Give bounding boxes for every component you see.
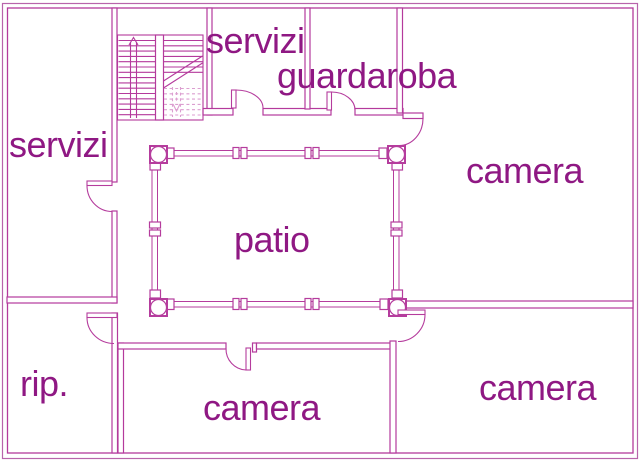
patio-railing-bottom — [166, 301, 390, 308]
room-label-camera-bottom-right: camera — [479, 367, 598, 408]
door-guardaroba — [326, 91, 356, 111]
door-camera-bottom-right — [397, 309, 426, 343]
room-label-camera-bottom-center: camera — [203, 387, 322, 428]
door-servizi-left — [86, 180, 113, 213]
stair-break-line — [163, 55, 203, 82]
door-camera-top-right — [398, 118, 424, 147]
interior-walls — [6, 7, 634, 454]
stair-treads-right — [163, 39, 203, 73]
door-camera-bottom-center — [225, 347, 252, 371]
doors — [86, 89, 426, 371]
door-rip — [86, 312, 118, 345]
down-arrow-icon — [172, 103, 181, 113]
stair-break-line — [163, 62, 203, 89]
patio-column — [149, 145, 168, 164]
room-label-guardaroba: guardaroba — [277, 55, 458, 96]
room-label-servizi-top: servizi — [206, 20, 305, 61]
staircase — [116, 34, 204, 121]
patio-column — [149, 298, 168, 317]
room-label-patio: patio — [234, 219, 310, 260]
patio-colonnade — [148, 145, 407, 317]
room-label-rip: rip. — [20, 363, 68, 404]
patio-railing-top — [166, 150, 389, 157]
room-label-servizi-left: servizi — [9, 124, 108, 165]
room-label-camera-top-right: camera — [466, 150, 585, 191]
door-servizi-top — [230, 89, 264, 109]
up-arrow-icon — [128, 36, 139, 46]
room-labels: servizi guardaroba servizi camera patio … — [9, 20, 598, 428]
patio-column — [387, 145, 406, 164]
stair-treads-hidden — [164, 87, 202, 117]
